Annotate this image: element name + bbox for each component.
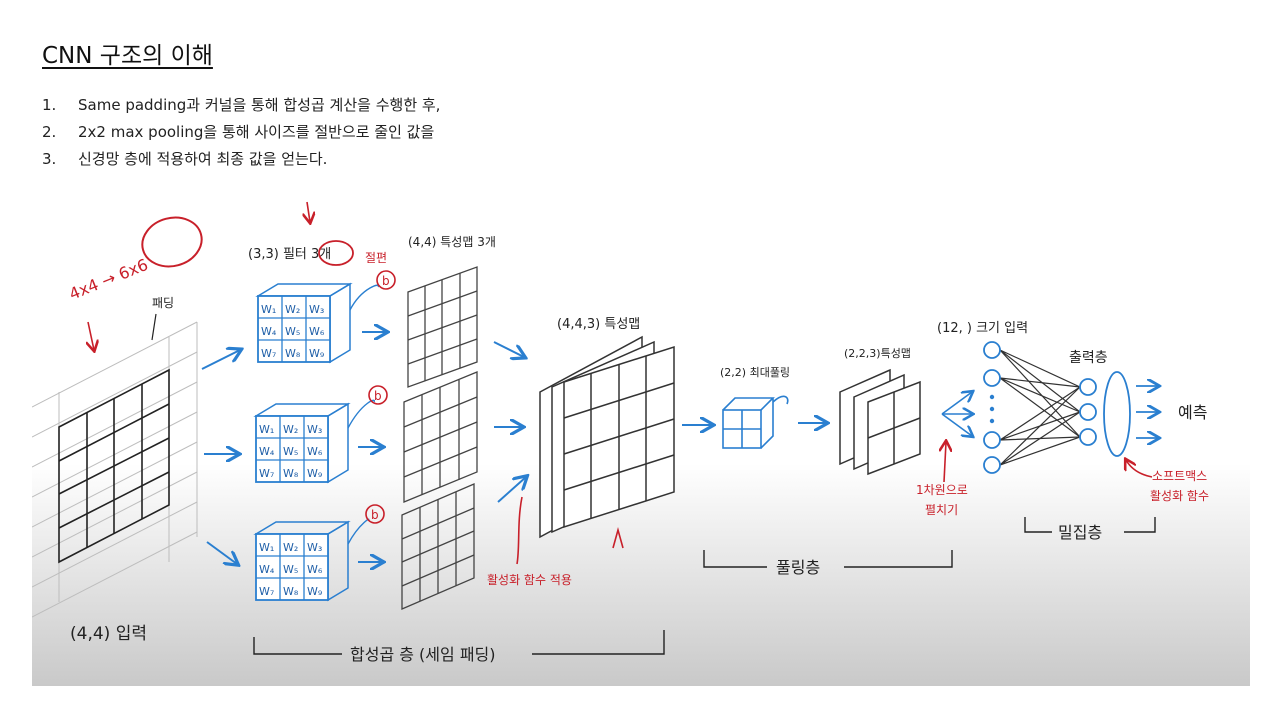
svg-text:W₁: W₁	[259, 541, 274, 554]
conv-layer-label: 합성곱 층 (세임 패딩)	[350, 645, 496, 664]
filter-label: (3,3) 필터 3개	[248, 247, 331, 262]
filter-1: W₁ W₂ W₃ W₄ W₅ W₆ W₇ W₈ W₉	[255, 282, 353, 364]
svg-text:W₉: W₉	[307, 467, 322, 480]
svg-text:W₂: W₂	[285, 303, 300, 316]
flatten-note-1: 1차원으로	[916, 483, 968, 497]
padding-label: 패딩	[152, 296, 174, 310]
svg-text:b: b	[371, 508, 379, 522]
output-neurons	[1079, 378, 1097, 446]
svg-text:W₄: W₄	[259, 445, 275, 458]
step-item: 2.2x2 max pooling을 통해 사이즈를 절반으로 줄인 값을	[42, 119, 440, 146]
feature-map-223-label: (2,2,3)특성맵	[844, 347, 911, 360]
svg-text:W₃: W₃	[309, 303, 324, 316]
input-grid	[58, 368, 170, 564]
padding-pointer	[151, 313, 157, 341]
feature-map-3	[401, 483, 475, 610]
svg-text:W₇: W₇	[261, 347, 276, 360]
page-title: CNN 구조의 이해	[42, 43, 213, 69]
dense-layer-label: 밀집층	[1058, 523, 1102, 542]
svg-text:b: b	[382, 274, 390, 288]
stacked-feature-map	[539, 335, 675, 539]
output-arrows	[1136, 386, 1158, 438]
svg-text:W₈: W₈	[285, 347, 301, 360]
feature-map-433-label: (4,4,3) 특성맵	[557, 317, 640, 332]
activation-note: 활성화 함수 적용	[487, 573, 572, 587]
svg-text:W₄: W₄	[259, 563, 275, 576]
step-item: 1.Same padding과 커널을 통해 합성곱 계산을 수행한 후,	[42, 92, 440, 119]
step-text: 2x2 max pooling을 통해 사이즈를 절반으로 줄인 값을	[78, 123, 435, 141]
svg-text:W₅: W₅	[283, 563, 298, 576]
pooling-cube	[722, 395, 789, 449]
bias-label: 절편	[365, 251, 387, 265]
red-arrow	[1126, 460, 1153, 478]
svg-text:W₅: W₅	[285, 325, 300, 338]
steps-list: 1.Same padding과 커널을 통해 합성곱 계산을 수행한 후, 2.…	[42, 92, 440, 173]
softmax-oval	[1103, 371, 1131, 457]
prediction-label: 예측	[1178, 403, 1207, 422]
cnn-diagram: 4x4 → 6x6 패딩 (3,3) 필터 3개 절편 W₁ W₂ W₃ W₄ …	[32, 192, 1250, 686]
svg-text:W₆: W₆	[307, 563, 323, 576]
dense-connections	[999, 349, 1081, 466]
red-arrow	[612, 527, 624, 549]
input-12-label: (12, ) 크기 입력	[937, 321, 1028, 336]
max-pool-label: (2,2) 최대풀링	[720, 366, 790, 379]
svg-text:W₃: W₃	[307, 541, 322, 554]
flatten-note-2: 펼치기	[925, 503, 958, 517]
svg-text:W₄: W₄	[261, 325, 277, 338]
input-label: (4,4) 입력	[70, 624, 147, 644]
output-layer-label: 출력층	[1069, 350, 1108, 366]
neuron-ellipsis	[989, 394, 995, 424]
svg-text:W₇: W₇	[259, 585, 274, 598]
svg-text:W₇: W₇	[259, 467, 274, 480]
blue-arrow	[493, 341, 524, 357]
blue-arrow	[201, 350, 240, 370]
svg-text:W₈: W₈	[283, 467, 299, 480]
red-arrow	[944, 442, 946, 483]
svg-text:W₁: W₁	[261, 303, 276, 316]
red-arrow	[307, 201, 310, 222]
svg-text:W₁: W₁	[259, 423, 274, 436]
softmax-note-1: 소프트맥스	[1152, 469, 1207, 483]
softmax-note-2: 활성화 함수	[1150, 489, 1209, 503]
feature-map-1	[407, 266, 478, 388]
size-circle	[141, 216, 203, 268]
svg-text:W₈: W₈	[283, 585, 299, 598]
svg-text:W₅: W₅	[283, 445, 298, 458]
svg-text:b: b	[374, 389, 382, 403]
blue-arrow	[206, 541, 237, 564]
step-item: 3.신경망 층에 적용하여 최종 값을 얻는다.	[42, 146, 440, 173]
step-text: Same padding과 커널을 통해 합성곱 계산을 수행한 후,	[78, 96, 441, 114]
blue-arrow	[497, 477, 526, 503]
filter-3: W₁ W₂ W₃ W₄ W₅ W₆ W₇ W₈ W₉	[253, 520, 351, 602]
svg-text:W₂: W₂	[283, 541, 298, 554]
feature-maps-label: (4,4) 특성맵 3개	[408, 235, 496, 249]
conv-bracket	[253, 630, 665, 655]
filter-count-circle	[318, 240, 354, 266]
step-text: 신경망 층에 적용하여 최종 값을 얻는다.	[78, 150, 328, 168]
filter-2: W₁ W₂ W₃ W₄ W₅ W₆ W₇ W₈ W₉	[253, 402, 351, 484]
dense-bracket	[1024, 517, 1156, 533]
pool-bracket	[703, 550, 953, 568]
bias-marks: b b b	[347, 270, 396, 545]
cnn-diagram-board: 4x4 → 6x6 패딩 (3,3) 필터 3개 절편 W₁ W₂ W₃ W₄ …	[32, 192, 1250, 686]
input-neurons	[983, 341, 1001, 474]
svg-text:W₉: W₉	[307, 585, 322, 598]
svg-text:W₆: W₆	[307, 445, 323, 458]
svg-text:W₉: W₉	[309, 347, 324, 360]
pool-layer-label: 풀링층	[776, 558, 820, 577]
flatten-arrows	[941, 392, 972, 436]
red-arrow	[516, 496, 523, 565]
red-arrow	[88, 321, 94, 350]
feature-map-2	[403, 371, 478, 503]
svg-text:W₆: W₆	[309, 325, 325, 338]
svg-text:W₃: W₃	[307, 423, 322, 436]
svg-text:W₂: W₂	[283, 423, 298, 436]
pooled-feature-map	[839, 368, 921, 476]
